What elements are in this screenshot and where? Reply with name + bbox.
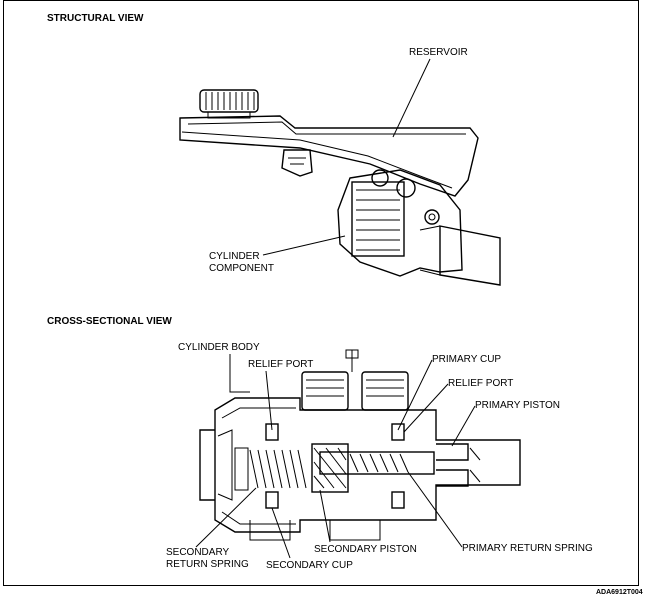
structural-view-title: STRUCTURAL VIEW bbox=[47, 13, 144, 24]
primary-return-spring-frame bbox=[319, 451, 435, 475]
figure-frame bbox=[3, 0, 639, 586]
label-secondary-return-spring-line1: SECONDARY bbox=[166, 547, 229, 558]
cylinder-body-outline bbox=[214, 397, 521, 533]
reservoir-port-secondary bbox=[301, 371, 349, 411]
structural-drawing bbox=[179, 89, 501, 286]
leader-primary-return-spring bbox=[407, 471, 463, 548]
label-cylinder-body: CYLINDER BODY bbox=[178, 342, 260, 353]
pushrod-tube bbox=[439, 225, 501, 286]
leader-primary-piston bbox=[451, 405, 476, 447]
reservoir-tab bbox=[281, 149, 313, 177]
leader-secondary-cup bbox=[271, 507, 291, 559]
leader-relief-port-left bbox=[265, 370, 273, 431]
primary-cup-bottom bbox=[391, 491, 405, 509]
leader-cylinder-component bbox=[262, 235, 346, 256]
primary-cup-top bbox=[391, 423, 405, 441]
reservoir-port-primary bbox=[361, 371, 409, 411]
reservoir-body bbox=[179, 115, 479, 197]
leader-reservoir bbox=[392, 58, 431, 138]
leader-primary-cup bbox=[397, 359, 433, 431]
label-relief-port-right: RELIEF PORT bbox=[448, 378, 513, 389]
leader-secondary-piston bbox=[319, 489, 331, 543]
label-primary-return-spring: PRIMARY RETURN SPRING bbox=[462, 543, 593, 554]
leader-relief-port-right bbox=[403, 383, 449, 433]
end-cap bbox=[199, 429, 215, 501]
label-primary-cup: PRIMARY CUP bbox=[432, 354, 501, 365]
reservoir-cap bbox=[199, 89, 259, 113]
secondary-cup-top bbox=[265, 423, 279, 441]
secondary-cup-bottom bbox=[265, 491, 279, 509]
secondary-piston bbox=[311, 443, 349, 493]
primary-return-spring bbox=[349, 453, 409, 473]
label-secondary-cup: SECONDARY CUP bbox=[266, 560, 353, 571]
leader-secondary-return-spring bbox=[195, 487, 257, 548]
label-secondary-piston: SECONDARY PISTON bbox=[314, 544, 417, 555]
label-cylinder-component-line1: CYLINDER bbox=[209, 251, 260, 262]
cylinder-block bbox=[351, 181, 405, 257]
cylinder-component bbox=[337, 169, 463, 277]
cross-sectional-view-title: CROSS-SECTIONAL VIEW bbox=[47, 316, 172, 327]
label-cylinder-component-line2: COMPONENT bbox=[209, 263, 274, 274]
label-primary-piston: PRIMARY PISTON bbox=[475, 400, 560, 411]
figure-code: ADA6912T004 bbox=[596, 589, 643, 596]
secondary-return-spring bbox=[234, 447, 249, 491]
leader-cylinder-body bbox=[229, 354, 250, 393]
primary-piston bbox=[436, 443, 469, 487]
label-relief-port-left: RELIEF PORT bbox=[248, 359, 313, 370]
label-reservoir: RESERVOIR bbox=[409, 47, 468, 58]
label-secondary-return-spring-line2: RETURN SPRING bbox=[166, 559, 249, 570]
